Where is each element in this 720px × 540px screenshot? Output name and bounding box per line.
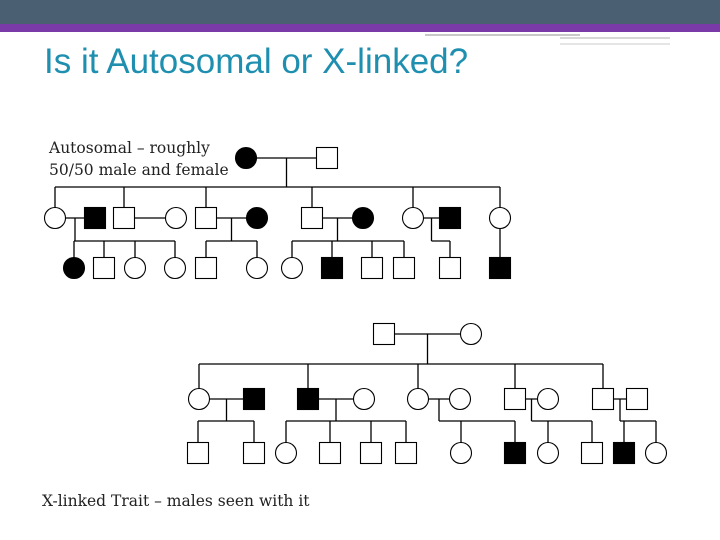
autosomal-caption: Autosomal – roughly 50/50 male and femal…	[49, 139, 229, 179]
male-symbol	[360, 256, 384, 280]
female-symbol	[488, 206, 512, 230]
male-symbol	[359, 441, 383, 465]
male-symbol	[194, 206, 218, 230]
affected-male-symbol	[83, 206, 107, 230]
female-symbol	[406, 387, 430, 411]
female-symbol	[187, 387, 211, 411]
male-symbol	[503, 387, 527, 411]
accent-line	[560, 37, 670, 39]
female-symbol	[459, 322, 483, 346]
male-symbol	[315, 146, 339, 170]
male-symbol	[438, 256, 462, 280]
accent-stripe	[0, 24, 720, 32]
female-symbol	[245, 256, 269, 280]
female-symbol	[280, 256, 304, 280]
affected-male-symbol	[612, 441, 636, 465]
male-symbol	[194, 256, 218, 280]
female-symbol	[352, 387, 376, 411]
top-bar	[0, 0, 720, 26]
female-symbol	[123, 256, 147, 280]
affected-male-symbol	[242, 387, 266, 411]
affected-female-symbol	[245, 206, 269, 230]
affected-male-symbol	[296, 387, 320, 411]
male-symbol	[625, 387, 649, 411]
female-symbol	[536, 441, 560, 465]
affected-male-symbol	[488, 256, 512, 280]
female-symbol	[164, 206, 188, 230]
page-title: Is it Autosomal or X-linked?	[44, 42, 469, 81]
female-symbol	[163, 256, 187, 280]
female-symbol	[448, 387, 472, 411]
female-symbol	[43, 206, 67, 230]
affected-male-symbol	[320, 256, 344, 280]
female-symbol	[274, 441, 298, 465]
affected-female-symbol	[351, 206, 375, 230]
male-symbol	[300, 206, 324, 230]
male-symbol	[394, 441, 418, 465]
affected-male-symbol	[503, 441, 527, 465]
male-symbol	[372, 322, 396, 346]
male-symbol	[580, 441, 604, 465]
female-symbol	[449, 441, 473, 465]
female-symbol	[536, 387, 560, 411]
male-symbol	[112, 206, 136, 230]
male-symbol	[186, 441, 210, 465]
xlinked-caption: X-linked Trait – males seen with it	[42, 492, 310, 510]
affected-female-symbol	[62, 256, 86, 280]
male-symbol	[392, 256, 416, 280]
male-symbol	[242, 441, 266, 465]
affected-female-symbol	[234, 146, 258, 170]
affected-male-symbol	[438, 206, 462, 230]
male-symbol	[92, 256, 116, 280]
female-symbol	[401, 206, 425, 230]
accent-line	[425, 34, 580, 36]
female-symbol	[644, 441, 668, 465]
male-symbol	[318, 441, 342, 465]
male-symbol	[591, 387, 615, 411]
accent-line	[560, 43, 670, 45]
